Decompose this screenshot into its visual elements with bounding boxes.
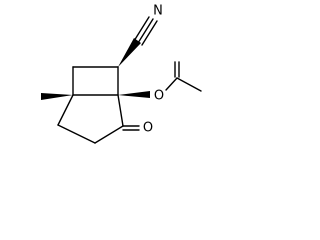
- nitrile-triple-bond-2: [137, 18, 154, 44]
- acetoxy-wedge-bond: [118, 91, 150, 98]
- bond-c5-c4: [57, 94, 74, 126]
- methyl-wedge-bond: [41, 93, 73, 100]
- nitrile-triple-bond-3: [141, 20, 158, 46]
- bond-c4-c3: [57, 124, 96, 144]
- chemical-structure-diagram: O N O: [41, 4, 202, 144]
- bond-o-carbonyl-c: [165, 77, 178, 91]
- ketone-oxygen-label: O: [143, 121, 153, 136]
- nitrile-wedge-bond: [118, 38, 141, 67]
- nitrile-nitrogen-label: N: [153, 4, 163, 19]
- bond-carbonyl-c-methyl: [176, 77, 202, 92]
- ester-oxygen-label: O: [154, 89, 164, 104]
- nitrile-triple-bond-1: [133, 16, 150, 42]
- bond-c3-c2: [94, 125, 124, 144]
- bond-c2-c1: [117, 94, 124, 127]
